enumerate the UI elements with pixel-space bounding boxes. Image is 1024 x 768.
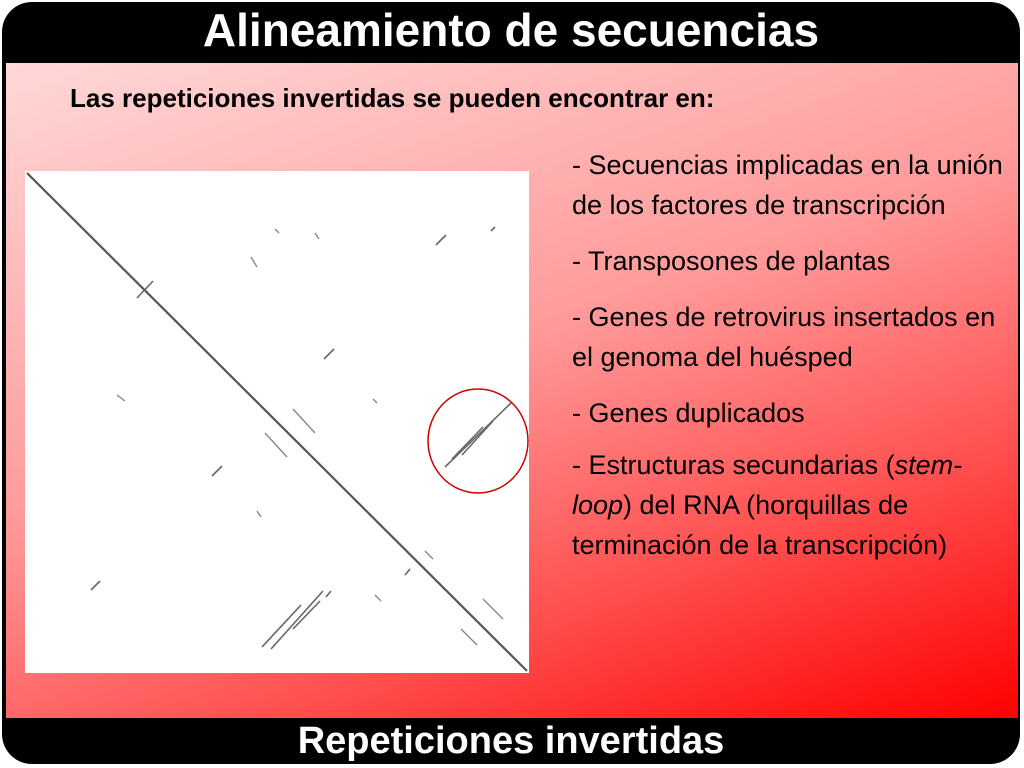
bullet-5-prefix: - Estructuras secundarias (	[572, 450, 895, 480]
footer-title: Repeticiones invertidas	[297, 720, 725, 762]
bullet-5-suffix: ) del RNA (horquillas de terminación de …	[572, 490, 948, 560]
slide-title: Alineamiento de secuencias	[202, 4, 820, 56]
title-bar: Alineamiento de secuencias	[2, 2, 1020, 62]
bullet-5-italic: stem-loop	[572, 450, 963, 520]
bullet-secondary-structures: - Estructuras secundarias (stem-loop) de…	[572, 445, 1012, 565]
slide-subtitle: Las repeticiones invertidas se pueden en…	[70, 83, 715, 113]
highlight-circle	[427, 388, 529, 494]
inverted-repeats	[90, 226, 512, 650]
content-area: Las repeticiones invertidas se pueden en…	[6, 63, 1018, 718]
bullet-transcription-factors: - Secuencias implicadas en la unión de l…	[572, 150, 1003, 220]
bullet-list: - Secuencias implicadas en la unión de l…	[572, 145, 1012, 581]
main-diagonal	[26, 172, 528, 672]
dot-plot-graphic	[26, 172, 529, 672]
bullet-duplicated-genes: - Genes duplicados	[572, 398, 805, 428]
bullet-plant-transposons: - Transposones de plantas	[572, 246, 891, 276]
footer-bar: Repeticiones invertidas	[2, 718, 1020, 764]
direct-repeats	[116, 228, 504, 646]
bullet-retrovirus-genes: - Genes de retrovirus insertados en el g…	[572, 302, 996, 372]
dot-plot-image	[25, 171, 529, 673]
